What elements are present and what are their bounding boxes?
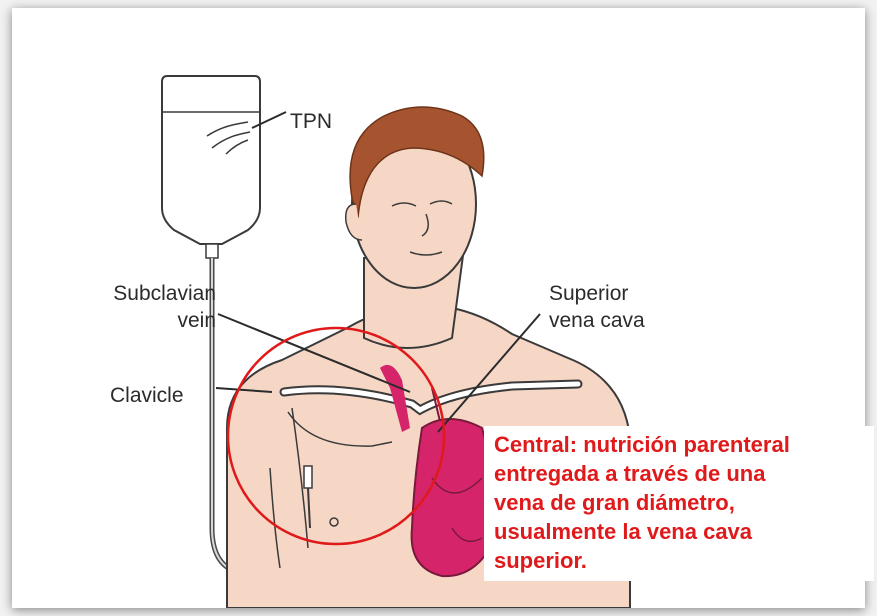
subclavian-vein-label: Subclavian vein bbox=[56, 280, 216, 334]
tpn-label: TPN bbox=[290, 108, 332, 135]
caption-text: Central: nutrición parenteral entregada … bbox=[484, 426, 874, 581]
svc-label-line-2: vena cava bbox=[549, 307, 645, 334]
superior-vena-cava-label: Superior vena cava bbox=[549, 280, 645, 334]
figure-frame: TPN Subclavian vein Superior vena cava C… bbox=[12, 8, 865, 608]
clavicle-label: Clavicle bbox=[110, 382, 184, 409]
caption-line-2: entregada a través de una bbox=[494, 459, 870, 488]
subclavian-vein-label-line-1: Subclavian bbox=[56, 280, 216, 307]
caption-line-1: Central: nutrición parenteral bbox=[494, 430, 870, 459]
caption-line-3: vena de gran diámetro, bbox=[494, 488, 870, 517]
iv-bag bbox=[162, 76, 286, 258]
caption-line-5: superior. bbox=[494, 546, 870, 575]
subclavian-vein-label-line-2: vein bbox=[56, 307, 216, 334]
svc-label-line-1: Superior bbox=[549, 280, 645, 307]
caption-line-4: usualmente la vena cava bbox=[494, 517, 870, 546]
